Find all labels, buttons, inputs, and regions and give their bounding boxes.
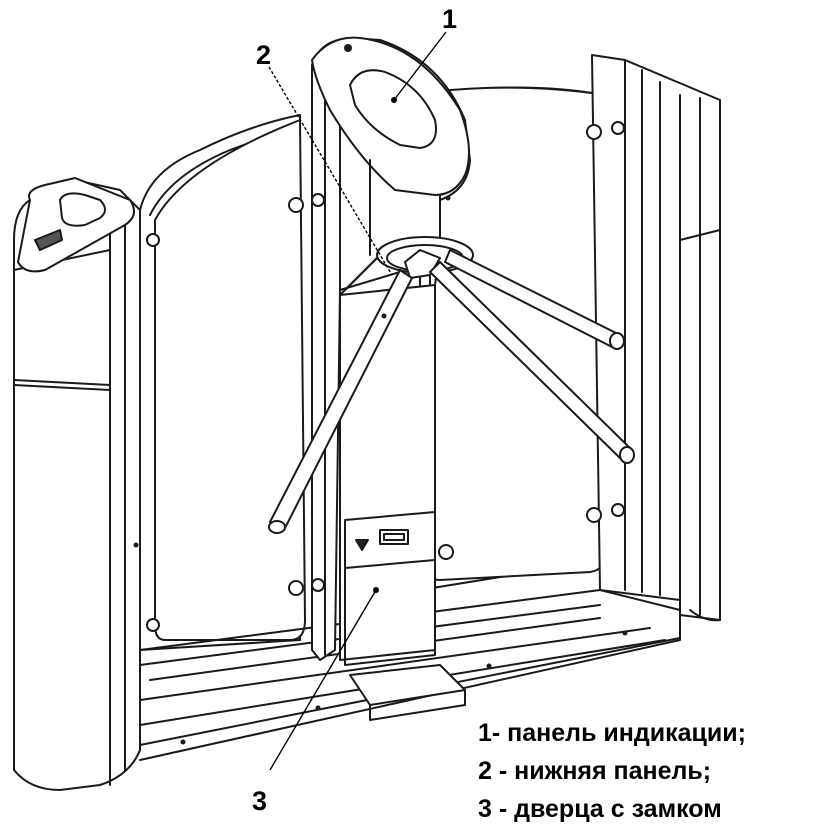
callout-3: 3: [252, 786, 268, 816]
legend-item-3: 3 - дверца с замком: [478, 795, 722, 823]
legend: 1- панель индикации; 2 - нижняя панель; …: [478, 714, 746, 828]
foot-plate: [349, 664, 466, 721]
legend-item-2: 2 - нижняя панель;: [478, 757, 712, 785]
left-glass-panel: [154, 119, 306, 641]
lock-arrow-icon: [355, 539, 369, 551]
left-cabinet: [13, 177, 141, 791]
callout-1: 1: [442, 4, 458, 34]
leader-line-3: [269, 589, 377, 771]
leader-line-2: [268, 66, 393, 276]
leader-line-1: [393, 31, 447, 101]
mount-bolts: [146, 121, 625, 632]
right-post: [591, 54, 721, 622]
rotor-arms: [268, 249, 635, 534]
screw-dots: [133, 44, 628, 745]
callout-2: 2: [256, 40, 272, 70]
legend-item-1: 1- панель индикации;: [478, 719, 746, 747]
